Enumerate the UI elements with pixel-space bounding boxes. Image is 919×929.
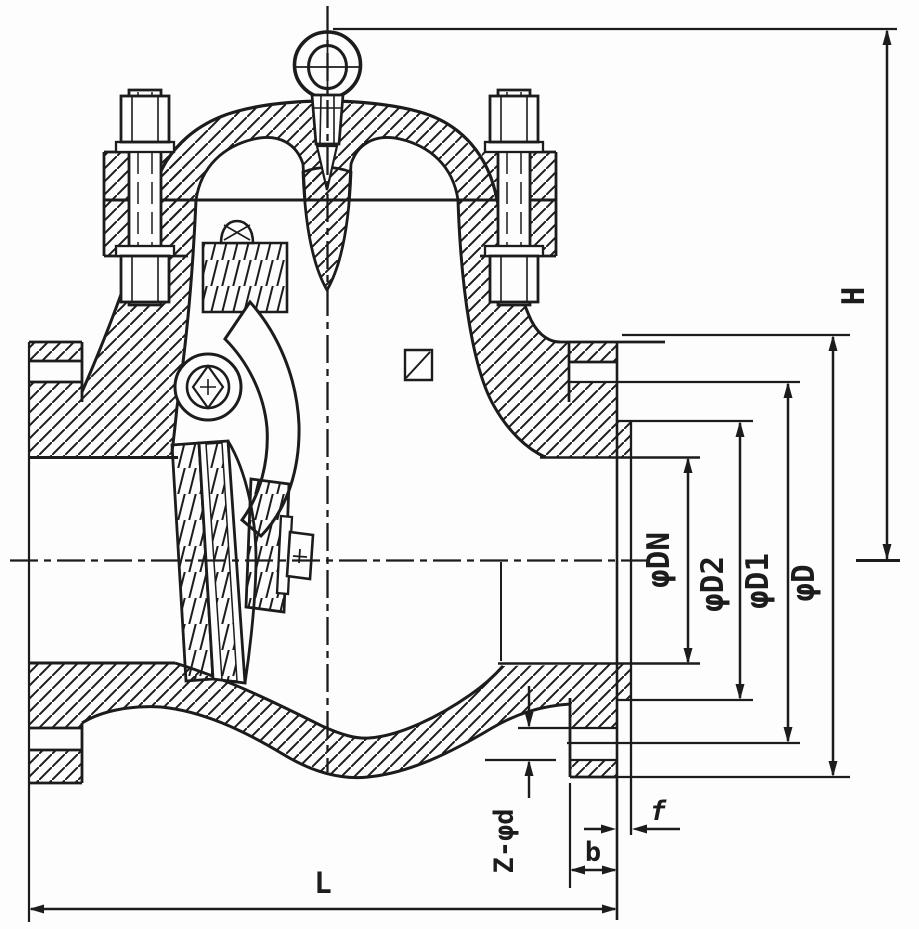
stud-bottom-nut-left xyxy=(119,254,171,304)
stud-bottom-nut-right xyxy=(488,254,540,304)
dim-L: L xyxy=(29,866,617,914)
dim-H: H xyxy=(836,29,892,560)
dim-f: f xyxy=(584,796,680,834)
dim-phiD2: φD2 xyxy=(695,421,745,700)
dim-phiD: φD xyxy=(786,335,838,777)
body-bottom xyxy=(29,661,631,785)
stud-top-nut-right xyxy=(488,94,540,144)
dim-label-f: f xyxy=(650,796,667,827)
dim-label-L: L xyxy=(314,866,331,900)
disc-assembly xyxy=(170,439,315,685)
bonnet-stud-left xyxy=(114,88,176,307)
bonnet-stud-right xyxy=(483,88,545,307)
hinge-assembly xyxy=(173,219,434,539)
dim-label-b: b xyxy=(585,837,601,868)
flange-face-lines xyxy=(29,342,753,920)
stud-top-nut-left xyxy=(119,94,171,144)
dim-label-phiDN: φDN xyxy=(641,532,677,588)
centerlines xyxy=(10,6,900,772)
dim-phiDN: φDN xyxy=(641,457,693,664)
dimensions: H φD φD1 φD2 φDN xyxy=(27,27,897,922)
dim-label-Z-phid: Z-φd xyxy=(489,808,520,873)
dim-label-phiD1: φD1 xyxy=(740,553,776,609)
dim-label-phiD2: φD2 xyxy=(695,556,731,612)
dim-label-phiD: φD xyxy=(786,564,822,601)
inlet-flange xyxy=(29,340,84,457)
dim-b: b xyxy=(570,837,617,875)
dim-phiD1: φD1 xyxy=(740,382,793,743)
dim-Z-phid: Z-φd xyxy=(489,686,534,874)
dim-label-H: H xyxy=(836,287,872,306)
